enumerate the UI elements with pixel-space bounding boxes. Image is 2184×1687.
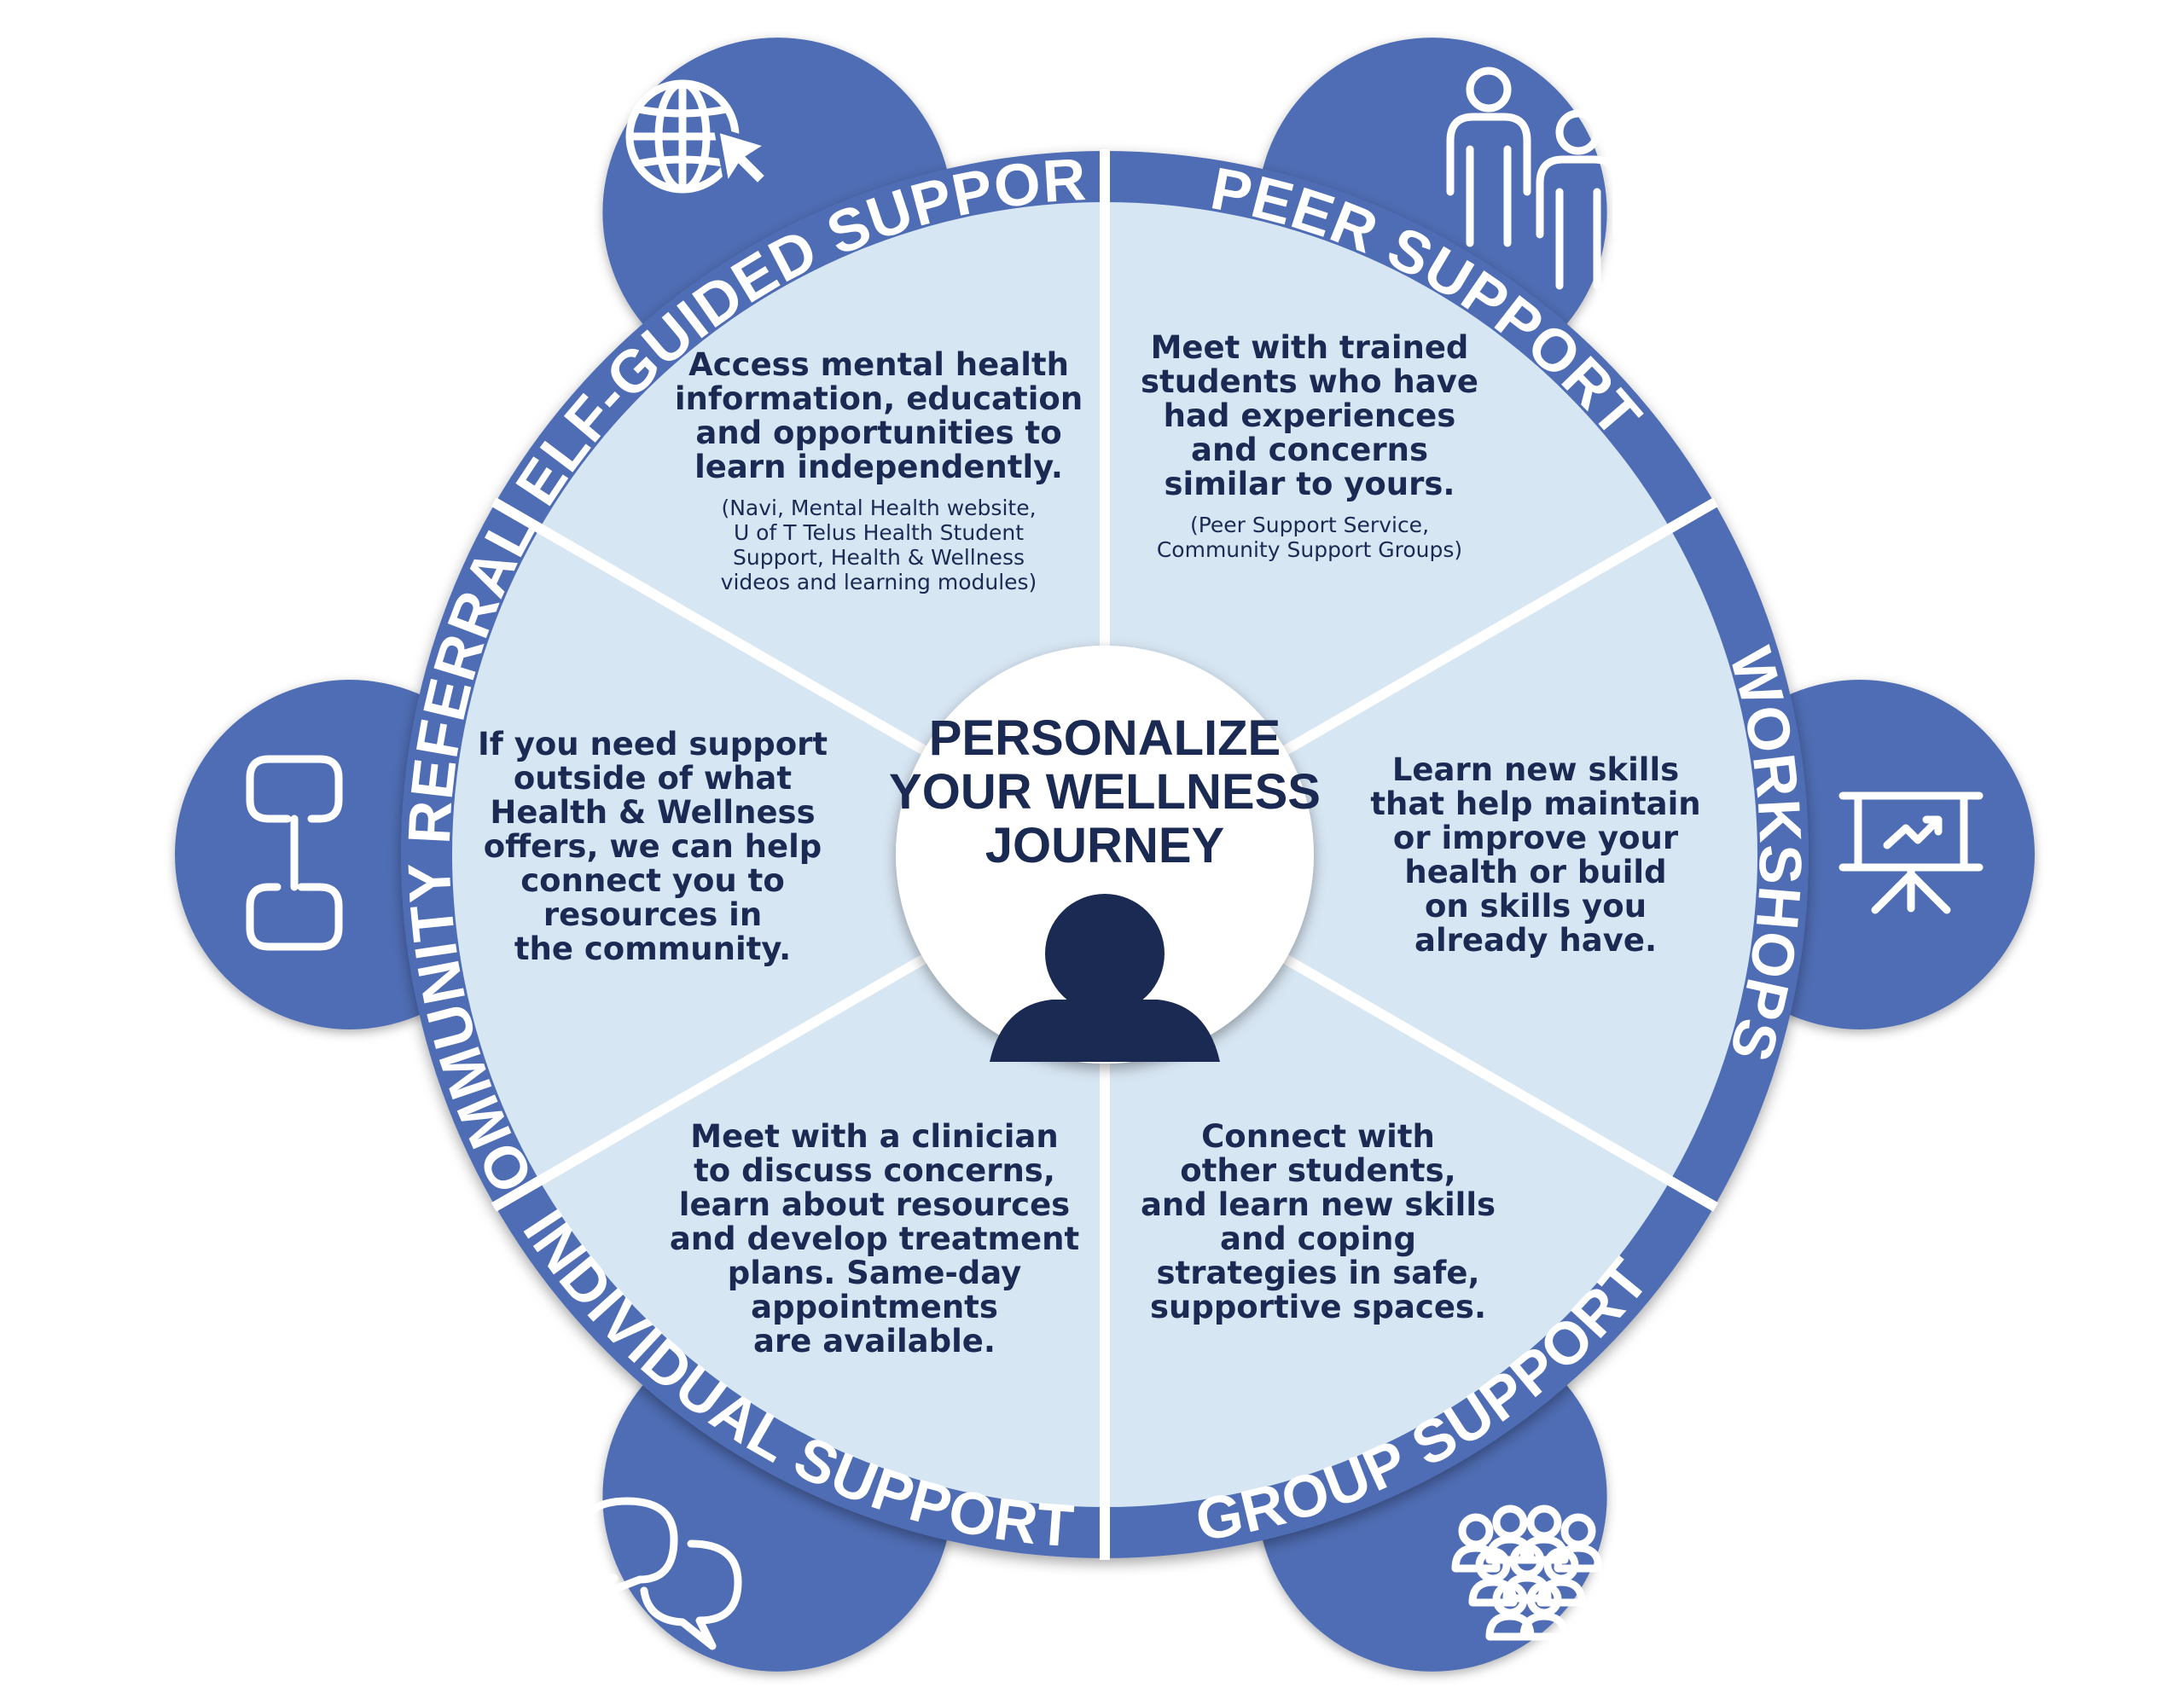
workshops-description-line: on skills you [1425, 888, 1647, 925]
speech-bubbles-icon [576, 1497, 742, 1650]
individual-description-line: Meet with a clinician [690, 1118, 1058, 1155]
self-guided-description-line: Access mental health [688, 346, 1069, 383]
peer-description-line: students who have [1141, 363, 1478, 400]
community-description-line: outside of what [514, 760, 792, 797]
center-circle [896, 646, 1314, 1064]
peer-note-line: (Peer Support Service, [1190, 513, 1429, 537]
self-guided-description-line: and opportunities to [695, 415, 1061, 451]
group-description-line: strategies in safe, [1156, 1255, 1479, 1291]
self-guided-note-line: (Navi, Mental Health website, [721, 496, 1036, 520]
center-title-line: PERSONALIZE [929, 710, 1281, 766]
segment-divider [491, 950, 934, 1212]
community-description-line: Health & Wellness [490, 794, 815, 831]
peer-note-line: Community Support Groups) [1157, 537, 1462, 562]
self-guided-description-line: learn independently. [694, 449, 1063, 485]
center-title-line: YOUR WELLNESS [889, 764, 1321, 820]
workshops-description-line: Learn new skills [1392, 751, 1679, 788]
two-people-icon [1446, 67, 1621, 290]
community-title: COMMUNITY REFERRALS [0, 0, 548, 1203]
globe-cursor-icon [625, 79, 775, 194]
peer-description-line: and concerns [1191, 432, 1428, 468]
workshops-description-line: or improve your [1393, 820, 1679, 856]
group-description-line: and coping [1220, 1220, 1416, 1257]
group-description-line: supportive spaces. [1150, 1289, 1486, 1325]
individual-description-line: learn about resources [679, 1186, 1070, 1223]
presentation-board-icon [1838, 791, 1984, 914]
individual-description-line: and develop treatment [670, 1220, 1079, 1257]
community-description-line: If you need support [478, 726, 828, 762]
self-guided-description-line: information, education [675, 380, 1083, 417]
self-guided-note-line: Support, Health & Wellness [733, 545, 1025, 570]
group-description-line: Connect with [1201, 1118, 1435, 1155]
chain-link-icon [246, 755, 343, 951]
segment-icons [246, 67, 1984, 1650]
peer-description-line: similar to yours. [1165, 466, 1455, 502]
group-description-line: other students, [1180, 1152, 1455, 1189]
individual-description-line: appointments [751, 1289, 998, 1325]
center-title-line: JOURNEY [985, 818, 1224, 873]
group-description-line: and learn new skills [1141, 1186, 1496, 1223]
community-description-line: connect you to [520, 862, 785, 899]
peer-description-line: Meet with trained [1151, 329, 1469, 366]
workshops-description-line: that help maintain [1370, 786, 1700, 822]
self-guided-note-line: videos and learning modules) [721, 570, 1037, 594]
self-guided-note-line: U of T Telus Health Student [734, 520, 1024, 545]
workshops-description-line: health or build [1404, 854, 1666, 890]
segment-divider [491, 497, 934, 759]
segment-divider [1275, 950, 1719, 1212]
person-icon [990, 894, 1220, 1062]
community-description-line: the community. [514, 930, 791, 967]
individual-description-line: are available. [753, 1323, 996, 1359]
segment-divider [1275, 497, 1719, 759]
community-description-line: offers, we can help [484, 828, 822, 865]
workshops-description-line: already have. [1414, 922, 1657, 959]
community-description-line: resources in [543, 896, 762, 933]
individual-description-line: to discuss concerns, [694, 1152, 1055, 1189]
peer-description-line: had experiences [1164, 397, 1456, 434]
individual-description-line: plans. Same-day [728, 1255, 1022, 1291]
group-people-icon [1451, 1504, 1603, 1641]
